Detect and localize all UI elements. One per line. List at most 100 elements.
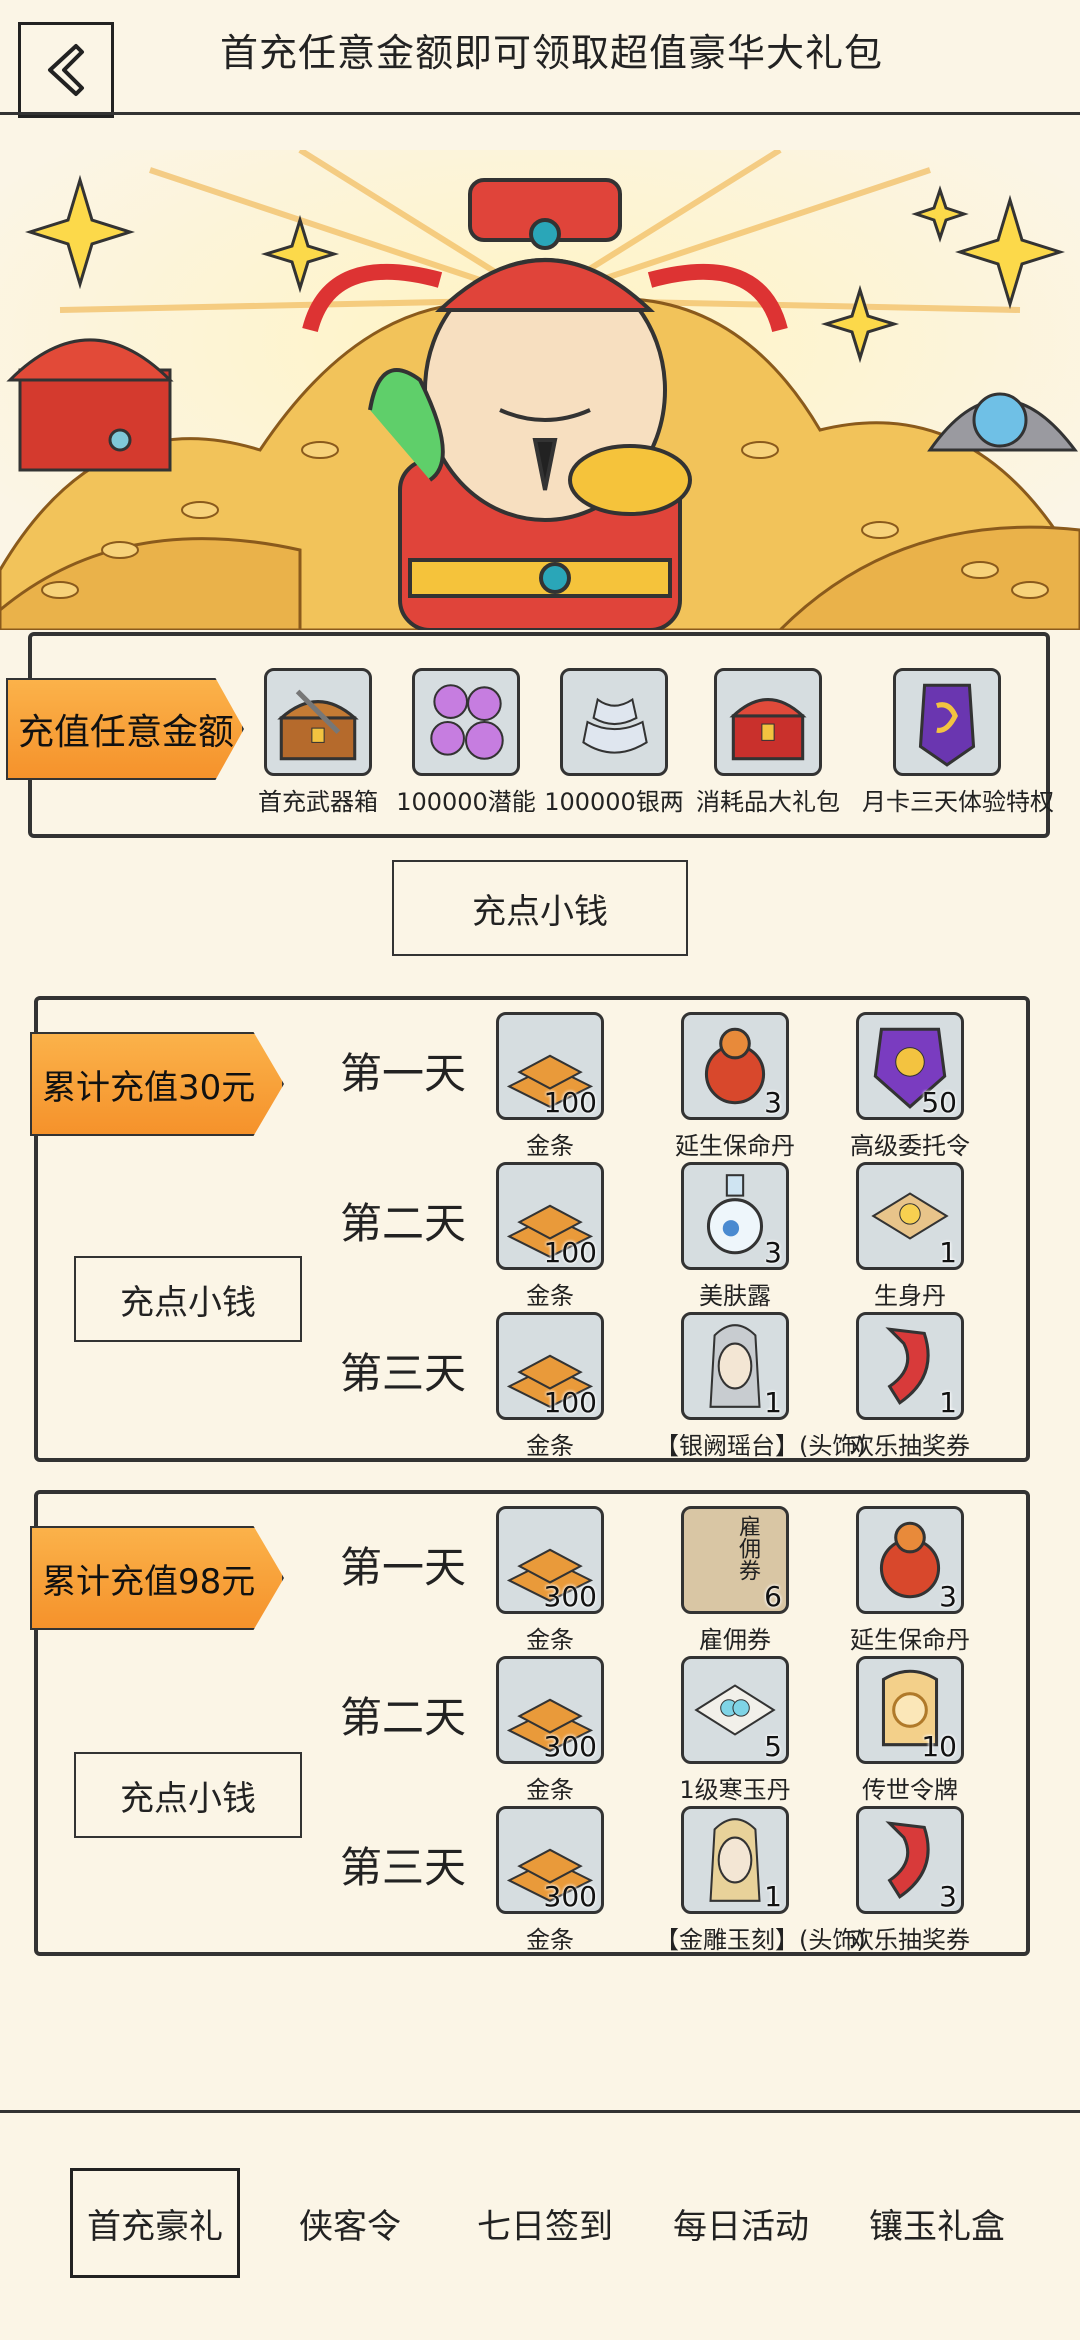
lotion-bottle-icon: 3 [681, 1162, 789, 1270]
reward-name: 100000银两 [544, 788, 684, 816]
reward-item[interactable]: 消耗品大礼包 [688, 668, 848, 817]
item-quantity: 5 [764, 1730, 782, 1763]
lottery-ticket-icon: 3 [856, 1806, 964, 1914]
hire-voucher-icon: 雇佣券 6 [681, 1506, 789, 1614]
day-label: 第二天 [340, 1199, 467, 1248]
reward-item[interactable]: 1 欢乐抽奖券 [830, 1312, 990, 1461]
reward-name: 金条 [526, 1432, 574, 1460]
reward-item[interactable]: 100 金条 [470, 1012, 630, 1161]
reward-name: 雇佣券 [699, 1626, 771, 1654]
reward-item[interactable]: 3 欢乐抽奖券 [830, 1806, 990, 1955]
reward-item[interactable]: 月卡三天体验特权 [862, 668, 1054, 817]
reward-item[interactable]: 5 1级寒玉丹 [655, 1656, 815, 1805]
reward-item[interactable]: 雇佣券 6 雇佣券 [655, 1506, 815, 1655]
jade-pill-icon: 5 [681, 1656, 789, 1764]
reward-item[interactable]: 300 金条 [470, 1806, 630, 1955]
reward-item[interactable]: 3 延生保命丹 [655, 1012, 815, 1161]
reward-item[interactable]: 3 延生保命丹 [830, 1506, 990, 1655]
item-quantity: 3 [939, 1880, 957, 1913]
elixir-gourd-icon: 3 [856, 1506, 964, 1614]
gold-bar-icon: 100 [496, 1162, 604, 1270]
item-quantity: 100 [543, 1086, 597, 1119]
gold-bar-icon: 100 [496, 1312, 604, 1420]
gold-bar-icon: 300 [496, 1806, 604, 1914]
reward-item[interactable]: 1 【银阙瑶台】(头饰) [655, 1312, 866, 1461]
item-quantity: 3 [764, 1086, 782, 1119]
reward-name: 【金雕玉刻】(头饰) [655, 1926, 866, 1954]
reward-name: 生身丹 [874, 1282, 946, 1310]
back-arrow-icon [48, 44, 84, 96]
reward-name: 欢乐抽奖券 [850, 1432, 970, 1460]
reward-name: 金条 [526, 1282, 574, 1310]
item-quantity: 50 [921, 1086, 957, 1119]
tab-first-recharge[interactable]: 首充豪礼 [70, 2168, 240, 2278]
day-label: 第一天 [340, 1543, 467, 1592]
voucher-text: 雇佣券 [735, 1515, 760, 1581]
reward-item[interactable]: 3 美肤露 [655, 1162, 815, 1311]
tier98-panel [34, 1490, 1030, 1956]
reward-name: 高级委托令 [850, 1132, 970, 1160]
item-quantity: 10 [921, 1730, 957, 1763]
bottom-divider [0, 2110, 1080, 2113]
item-quantity: 3 [764, 1236, 782, 1269]
gold-bar-icon: 300 [496, 1656, 604, 1764]
item-quantity: 1 [764, 1386, 782, 1419]
gold-bar-icon: 100 [496, 1012, 604, 1120]
item-quantity: 3 [939, 1580, 957, 1613]
reward-name: 延生保命丹 [675, 1132, 795, 1160]
gold-bar-icon: 300 [496, 1506, 604, 1614]
pill-paper-icon: 1 [856, 1162, 964, 1270]
tab-daily-activity[interactable]: 每日活动 [673, 2206, 809, 2247]
reward-item[interactable]: 1 生身丹 [830, 1162, 990, 1311]
reward-item[interactable]: 100 金条 [470, 1312, 630, 1461]
item-quantity: 1 [939, 1236, 957, 1269]
item-quantity: 100 [543, 1236, 597, 1269]
reward-name: 金条 [526, 1776, 574, 1804]
tier30-recharge-button[interactable]: 充点小钱 [74, 1256, 302, 1342]
weapon-chest-icon [264, 668, 372, 776]
commission-token-icon: 50 [856, 1012, 964, 1120]
reward-name: 金条 [526, 1626, 574, 1654]
banner-illustration [0, 150, 1080, 630]
reward-item[interactable]: 1 【金雕玉刻】(头饰) [655, 1806, 866, 1955]
reward-item[interactable]: 100000潜能 [386, 668, 546, 817]
tier30-panel [34, 996, 1030, 1462]
reward-item[interactable]: 首充武器箱 [238, 668, 398, 817]
reward-item[interactable]: 100 金条 [470, 1162, 630, 1311]
item-quantity: 100 [543, 1386, 597, 1419]
item-quantity: 6 [764, 1580, 782, 1613]
reward-item[interactable]: 300 金条 [470, 1656, 630, 1805]
tab-seven-day-signin[interactable]: 七日签到 [477, 2206, 613, 2247]
silver-ingot-icon [560, 668, 668, 776]
reward-item[interactable]: 10 传世令牌 [830, 1656, 990, 1805]
potential-orbs-icon [412, 668, 520, 776]
first-recharge-tag: 充值任意金额 [6, 678, 244, 780]
elixir-gourd-icon: 3 [681, 1012, 789, 1120]
headwear-portrait-icon: 1 [681, 1312, 789, 1420]
lottery-ticket-icon: 1 [856, 1312, 964, 1420]
tier98-recharge-button[interactable]: 充点小钱 [74, 1752, 302, 1838]
tab-hero-pass[interactable]: 侠客令 [299, 2206, 401, 2247]
reward-name: 金条 [526, 1132, 574, 1160]
bottom-nav: 首充豪礼 侠客令 七日签到 每日活动 镶玉礼盒 [0, 2168, 1080, 2278]
reward-name: 消耗品大礼包 [696, 788, 840, 816]
headwear-portrait-icon: 1 [681, 1806, 789, 1914]
recharge-button[interactable]: 充点小钱 [392, 860, 688, 956]
item-quantity: 1 [939, 1386, 957, 1419]
tab-jade-giftbox[interactable]: 镶玉礼盒 [869, 2206, 1005, 2247]
reward-item[interactable]: 300 金条 [470, 1506, 630, 1655]
reward-name: 【银阙瑶台】(头饰) [655, 1432, 866, 1460]
reward-item[interactable]: 100000银两 [534, 668, 694, 817]
header-divider [0, 112, 1080, 115]
day-label: 第三天 [340, 1349, 467, 1398]
back-button[interactable] [18, 22, 114, 118]
gift-chest-icon [714, 668, 822, 776]
reward-name: 延生保命丹 [850, 1626, 970, 1654]
reward-name: 1级寒玉丹 [679, 1776, 791, 1804]
tier98-tag: 累计充值98元 [30, 1526, 284, 1630]
reward-item[interactable]: 50 高级委托令 [830, 1012, 990, 1161]
item-quantity: 300 [543, 1880, 597, 1913]
item-quantity: 1 [764, 1880, 782, 1913]
day-label: 第一天 [340, 1049, 467, 1098]
reward-name: 首充武器箱 [258, 788, 378, 816]
